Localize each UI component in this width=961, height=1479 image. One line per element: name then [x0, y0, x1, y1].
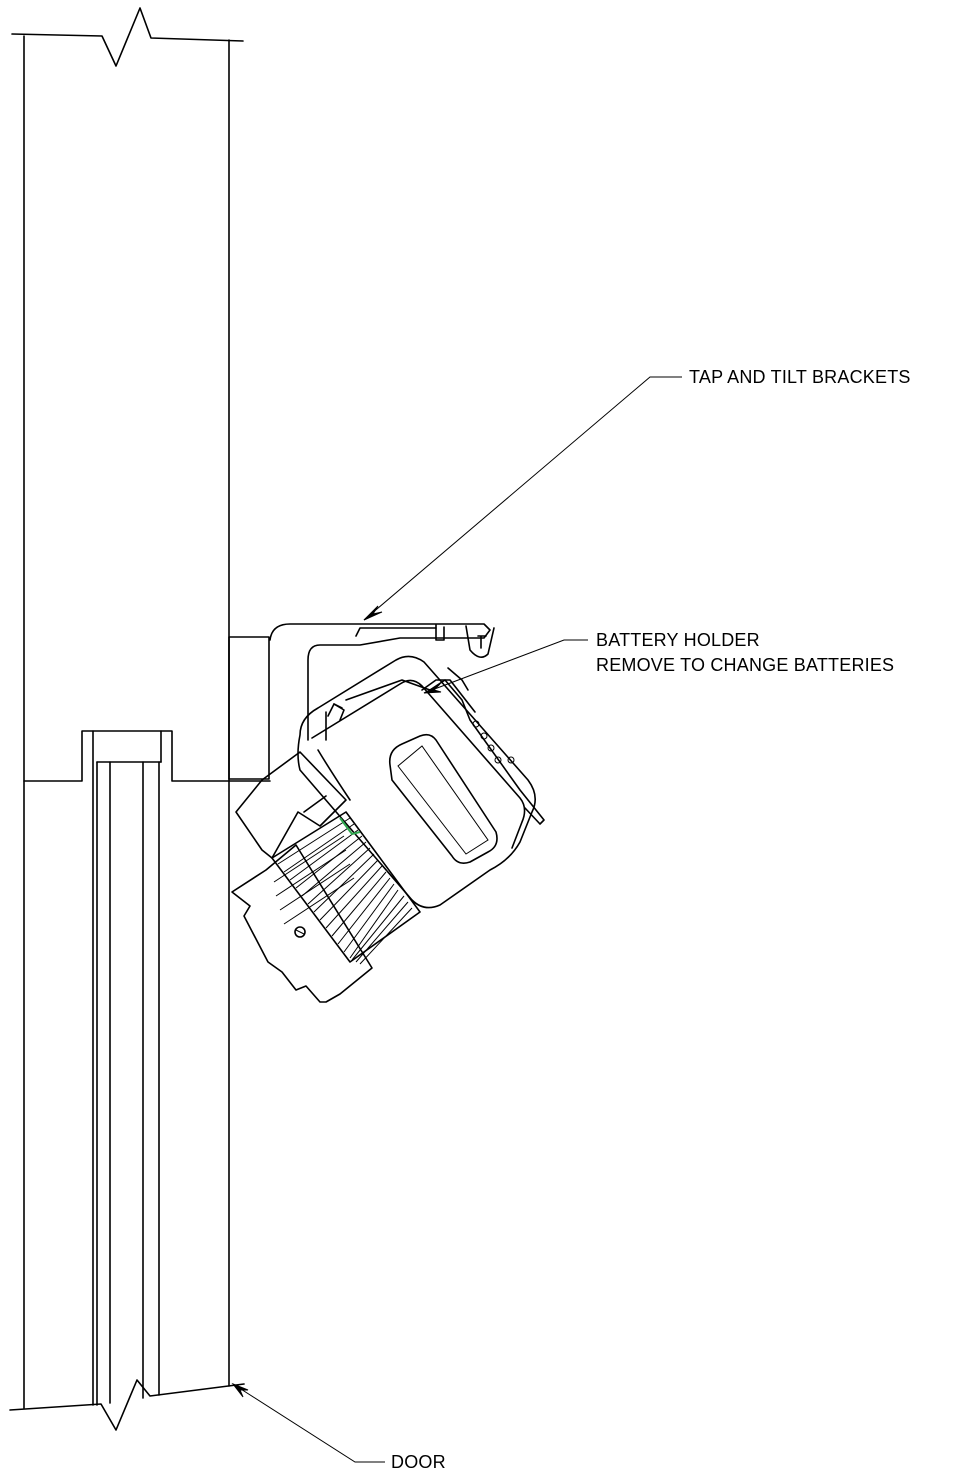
mounting-plate — [228, 636, 270, 780]
door-label: DOOR — [391, 1452, 446, 1472]
tap-and-tilt-label: TAP AND TILT BRACKETS — [689, 367, 911, 387]
reader-body — [231, 655, 545, 1003]
door-frame — [9, 7, 271, 1431]
battery-holder-note: REMOVE TO CHANGE BATTERIES — [596, 655, 895, 675]
tap-and-tilt-bracket — [269, 623, 495, 741]
callout-leaders — [231, 376, 682, 1463]
battery-holder-label: BATTERY HOLDER — [596, 630, 760, 650]
